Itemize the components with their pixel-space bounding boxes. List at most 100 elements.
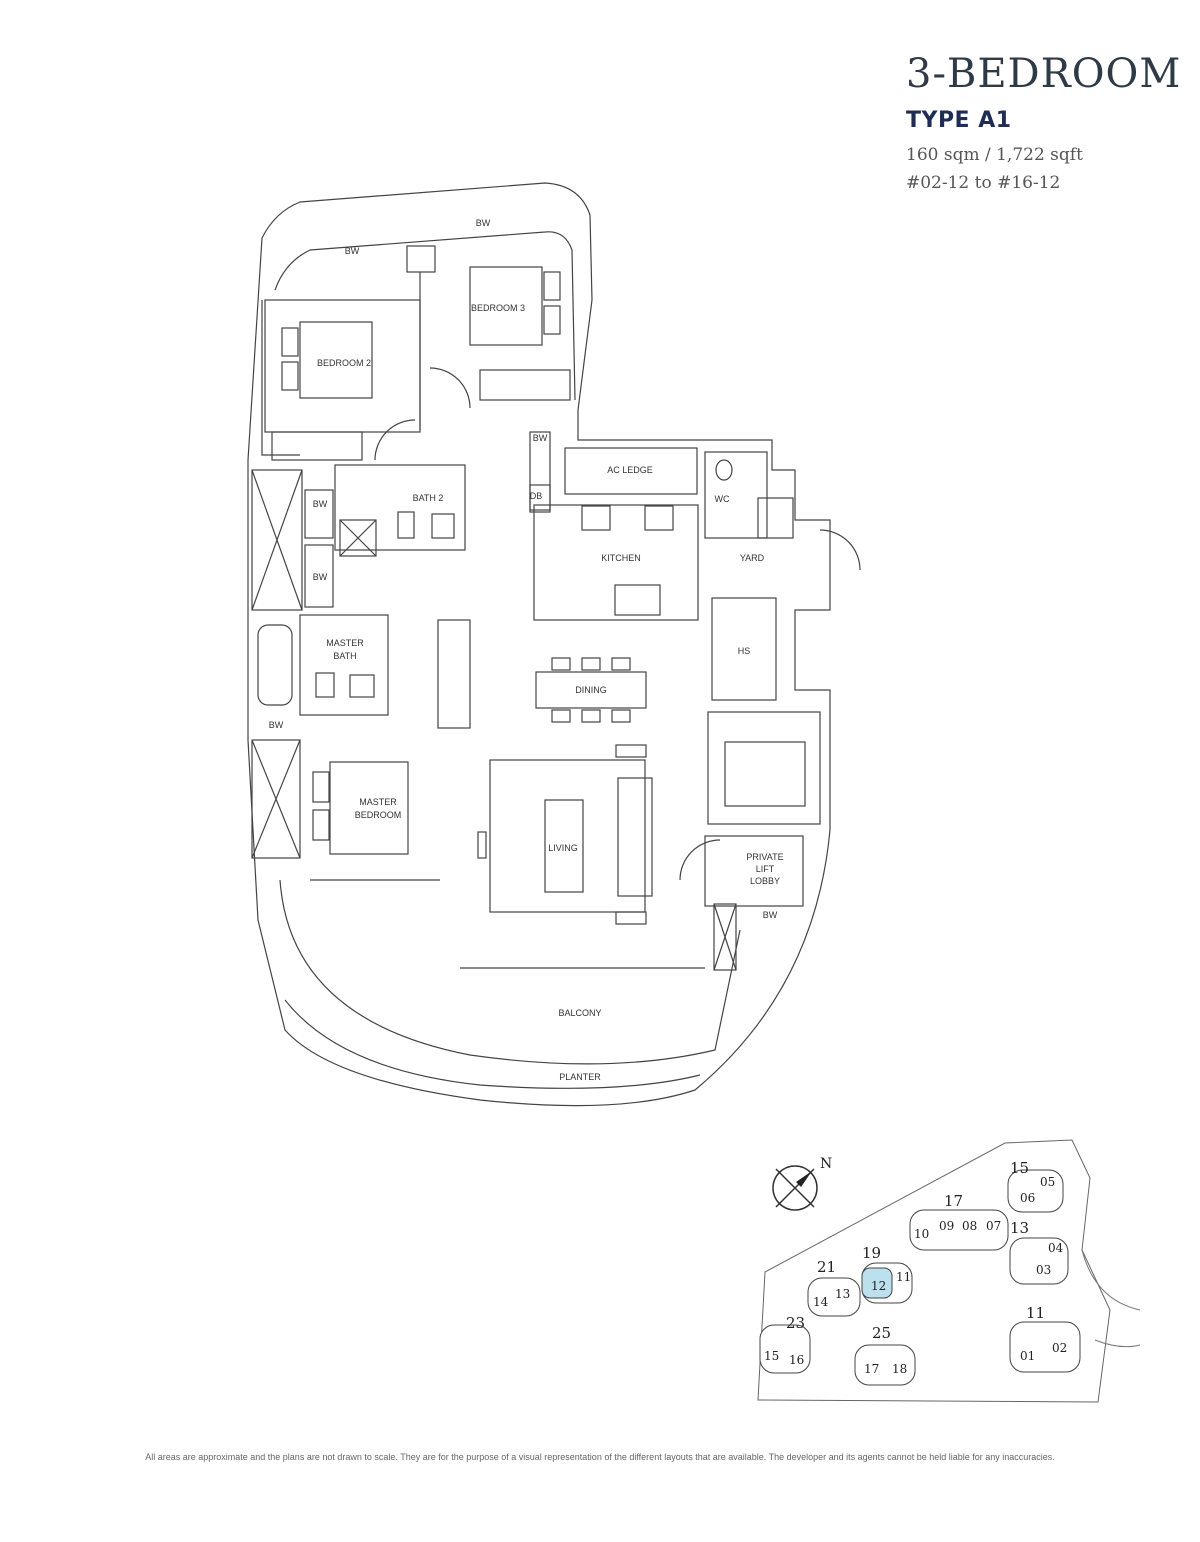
unit-13-label: 13 — [835, 1287, 850, 1301]
label-bw-bath: BW — [269, 720, 284, 730]
bedroom3-wardrobe — [479, 369, 571, 401]
label-bw-top-right: BW — [476, 218, 491, 228]
left-bay-window-lower — [251, 739, 301, 859]
unit-09-label: 09 — [939, 1219, 954, 1233]
label-bedroom3: BEDROOM 3 — [471, 303, 525, 313]
side-table-2 — [615, 911, 647, 925]
unit-05-label: 05 — [1040, 1175, 1055, 1189]
label-dining: DINING — [575, 685, 607, 695]
unit-10-label: 10 — [914, 1227, 929, 1241]
yard-box — [757, 497, 794, 539]
label-wc: WC — [715, 494, 730, 504]
private-lift-lobby — [704, 835, 804, 907]
bedroom2-pillow-1 — [281, 327, 299, 357]
highlighted-unit-12 — [861, 1267, 893, 1299]
kitchen-hob — [581, 505, 611, 531]
label-kitchen: KITCHEN — [601, 553, 641, 563]
unit-17-label: 17 — [864, 1362, 879, 1376]
living-room — [489, 759, 646, 913]
bedroom2-pillow-2 — [281, 361, 299, 391]
db-box — [529, 484, 551, 511]
bath2-shower — [339, 519, 377, 557]
bedroom2-wardrobe — [271, 431, 363, 461]
label-yard: YARD — [740, 553, 765, 563]
block-25-label: 25 — [872, 1324, 891, 1342]
unit-title: 3-BEDROOM — [906, 51, 1182, 97]
label-private-line3: LOBBY — [750, 876, 780, 886]
label-master-bedroom-line2: BEDROOM — [355, 810, 402, 820]
coffee-table — [544, 799, 584, 893]
dining-table — [535, 671, 647, 709]
label-bw-kitchen: BW — [533, 433, 548, 443]
outer-outline — [247, 182, 831, 1107]
bath2-basin — [431, 513, 455, 539]
unit-01-label: 01 — [1020, 1349, 1035, 1363]
unit-07-label: 07 — [986, 1219, 1001, 1233]
block-11-label: 11 — [1026, 1304, 1045, 1322]
unit-15-label: 15 — [764, 1349, 779, 1363]
kitchen-sink — [644, 505, 674, 531]
label-ac-ledge: AC LEDGE — [607, 465, 653, 475]
bedroom2-bed — [299, 321, 373, 399]
balcony-curve — [279, 879, 741, 1065]
wc-room — [704, 451, 768, 539]
bay-window-top — [274, 231, 576, 401]
master-bath-basin — [349, 674, 375, 698]
side-table-1 — [615, 744, 647, 758]
label-planter: PLANTER — [559, 1072, 601, 1082]
master-bath-toilet — [315, 672, 335, 698]
label-master-bath-line2: BATH — [333, 651, 356, 661]
kitchen-fridge — [614, 584, 661, 616]
wc-toilet — [715, 459, 733, 481]
north-compass: N — [772, 1156, 832, 1211]
label-private-line2: LIFT — [756, 864, 775, 874]
bedroom3-bed — [469, 266, 543, 346]
unit-numbers: #02-12 to #16-12 — [906, 173, 1061, 193]
bedroom3-pillow-2 — [543, 305, 561, 335]
ac-ledge — [564, 447, 698, 495]
bw-small — [529, 431, 551, 513]
unit-06-label: 06 — [1020, 1191, 1035, 1205]
unit-area: 160 sqm / 1,722 sqft — [906, 145, 1083, 165]
bedroom3-pillow-1 — [543, 271, 561, 301]
master-bath-room — [299, 614, 389, 716]
lobby-door-swing — [679, 839, 721, 881]
lift-car — [724, 741, 806, 807]
block-23-label: 23 — [786, 1314, 805, 1332]
bedroom3-door-swing — [429, 367, 471, 409]
lift-shaft — [707, 711, 821, 825]
service-shaft — [406, 245, 436, 273]
label-bw-lobby: BW — [763, 910, 778, 920]
label-balcony: BALCONY — [558, 1008, 601, 1018]
disclaimer-text: All areas are approximate and the plans … — [145, 1452, 1055, 1462]
unit-11-label: 11 — [896, 1270, 911, 1284]
unit-12-label: 12 — [871, 1279, 886, 1293]
label-master-bedroom-line1: MASTER — [359, 797, 397, 807]
bath2-toilet — [397, 511, 415, 539]
label-bw-top-left: BW — [345, 246, 360, 256]
label-private-line1: PRIVATE — [746, 852, 783, 862]
bw-cell-2 — [304, 544, 334, 608]
compass-north-label: N — [820, 1156, 832, 1172]
unit-08-label: 08 — [962, 1219, 977, 1233]
block-17-label: 17 — [944, 1192, 963, 1210]
compass-arrow — [796, 1171, 812, 1187]
block-19-label: 19 — [862, 1244, 881, 1262]
unit-02-label: 02 — [1052, 1341, 1067, 1355]
bath2-room — [334, 464, 466, 551]
site-plan: 15 17 19 21 13 11 23 25 05 06 10 09 08 0… — [757, 1139, 1141, 1403]
label-db: DB — [530, 491, 543, 501]
walk-in-wardrobe — [437, 619, 471, 729]
tv-console — [477, 831, 487, 859]
bw-cell-1 — [304, 489, 334, 539]
label-hs: HS — [738, 646, 751, 656]
left-bay-window-upper — [251, 469, 303, 611]
floor-plan — [247, 182, 861, 1107]
block-21-label: 21 — [817, 1258, 836, 1276]
yard-door-swing — [819, 529, 861, 571]
unit-04-label: 04 — [1048, 1241, 1064, 1255]
unit-03-label: 03 — [1036, 1263, 1051, 1277]
room-labels: BW BW BEDROOM 2 BEDROOM 3 BATH 2 BW BW B… — [269, 218, 784, 1082]
compass-circle — [772, 1165, 818, 1211]
